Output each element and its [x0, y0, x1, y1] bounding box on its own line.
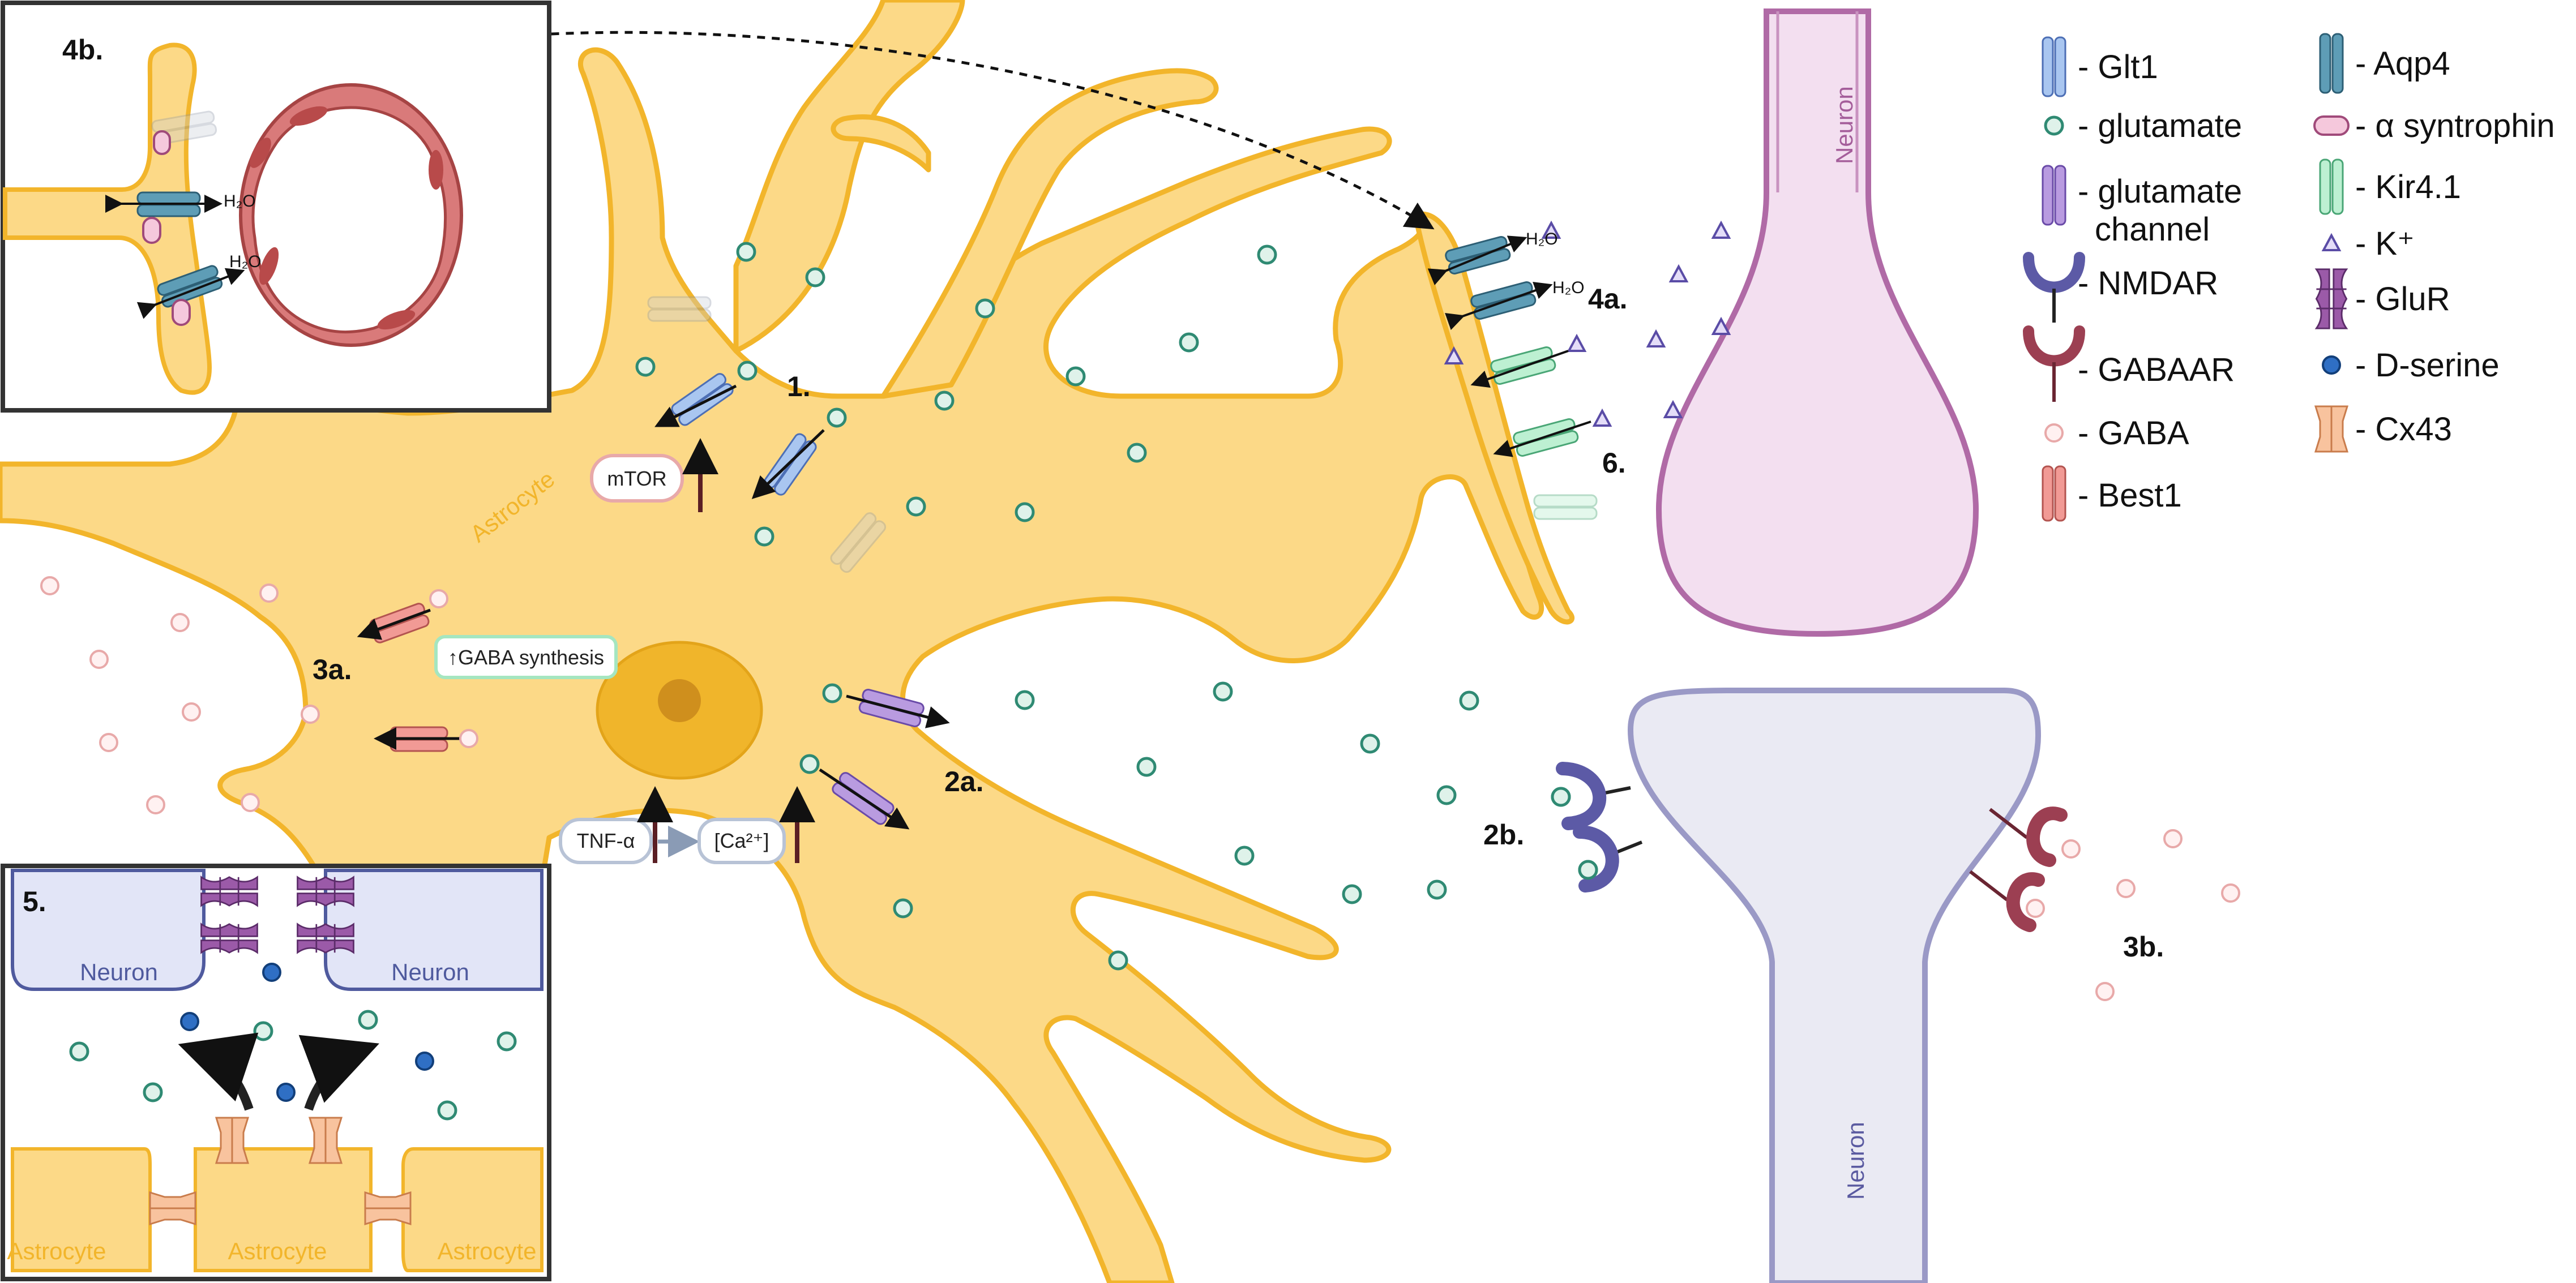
legend-item-kir41: - Kir4.1: [2319, 158, 2461, 215]
svg-text:- glutamate: - glutamate: [2078, 173, 2242, 210]
gaba-icon: [2044, 423, 2064, 443]
svg-text:H₂O: H₂O: [1552, 278, 1585, 297]
glutamate-channel-arrow-a: [846, 694, 950, 728]
legend-item-glutamate-channel: - glutamate channel: [2042, 165, 2242, 248]
legend-item-gabaar: - GABAAR: [2023, 325, 2235, 402]
gabaar-icon: [2023, 325, 2085, 402]
tnf-pill: TNF-α: [559, 818, 653, 864]
astrocyte-main: Astrocyte: [0, 0, 1544, 1283]
inset5-astrocyte-left-label: Astrocyte: [7, 1238, 106, 1264]
glur-icon: [2315, 268, 2348, 329]
kir41-arrow-a: [1470, 350, 1569, 388]
nmdar-a: [1556, 762, 1631, 830]
step-3b-label: 3b.: [2123, 931, 2164, 963]
glutamate-channel-arrow-b: [819, 768, 910, 830]
aqp4-icon: [2319, 33, 2344, 94]
inset5-neuron-left-label: Neuron: [80, 959, 158, 985]
legend-item-aqp4: - Aqp4: [2319, 33, 2450, 94]
neuron-bottom-label: Neuron: [1842, 1122, 1869, 1200]
legend-item-syntrophin: - α syntrophin: [2313, 108, 2555, 144]
step-4b-label: 4b.: [62, 34, 103, 66]
nmdar-b: [1573, 825, 1643, 892]
gabaar-a: [1989, 806, 2068, 867]
cx43-icon: [2314, 405, 2348, 453]
mtor-pill: mTOR: [590, 454, 684, 503]
glt1-icon: [2042, 36, 2066, 97]
step-1-label: 1.: [787, 371, 811, 402]
svg-text:- Cx43: - Cx43: [2355, 411, 2452, 448]
legend-item-gaba: - GABA: [2044, 415, 2189, 452]
legend-item-glt1: - Glt1: [2042, 36, 2158, 97]
svg-text:H₂O: H₂O: [224, 192, 256, 211]
legend-item-glur: - GluR: [2315, 268, 2450, 329]
inset5-astrocyte-mid-label: Astrocyte: [228, 1238, 327, 1264]
aqp4-channel-4a-b: [1469, 280, 1538, 321]
glutamate-channel-icon: [2042, 165, 2066, 226]
inset-4b: H₂O H₂O 4b.: [1, 1, 551, 413]
calcium-pill: [Ca²⁺]: [698, 818, 786, 864]
step-2b-label: 2b.: [1483, 819, 1524, 851]
svg-text:- D-serine: - D-serine: [2355, 347, 2500, 384]
gabaar-b: [1969, 870, 2045, 932]
svg-text:H₂O: H₂O: [229, 252, 262, 271]
svg-text:- Kir4.1: - Kir4.1: [2355, 169, 2461, 205]
legend-item-best1: - Best1: [2042, 465, 2182, 522]
legend-item-cx43: - Cx43: [2314, 405, 2452, 453]
legend: - Glt1 - glutamate - glutamate channel -…: [2023, 33, 2555, 522]
nmdar-icon: [2023, 252, 2085, 323]
svg-text:- Best1: - Best1: [2078, 477, 2182, 514]
inset-5: Neuron Neuron Astrocyte Astrocyte Astroc…: [1, 864, 551, 1281]
glutamate-icon: [2046, 117, 2062, 134]
svg-text:mTOR: mTOR: [607, 467, 666, 490]
step-6-label: 6.: [1602, 447, 1626, 479]
potassium-icon: [2322, 234, 2340, 251]
svg-text:- Aqp4: - Aqp4: [2355, 45, 2450, 82]
step-2a-label: 2a.: [944, 766, 984, 797]
neuron-bottom-body: [1627, 688, 2042, 1283]
svg-text:- glutamate: - glutamate: [2078, 108, 2242, 144]
astrocyte-nucleolus: [658, 679, 701, 722]
d-serine-icon: [2322, 355, 2341, 375]
svg-text:- K⁺: - K⁺: [2355, 225, 2415, 262]
gaba-synthesis-pill: ↑GABA synthesis: [434, 635, 618, 679]
best1-icon: [2042, 465, 2066, 522]
step-3a-label: 3a.: [313, 654, 352, 685]
aqp4-arrow-4a-b: [1445, 281, 1553, 331]
glt1-channel-a: [647, 296, 712, 322]
best1-arrow-a: [357, 608, 431, 640]
svg-text:- Glt1: - Glt1: [2078, 49, 2158, 85]
kir41-channel-faded: [1533, 494, 1598, 520]
svg-text:- GABAAR: - GABAAR: [2078, 351, 2235, 388]
svg-text:- NMDAR: - NMDAR: [2078, 265, 2218, 302]
svg-text:- GABA: - GABA: [2078, 415, 2189, 452]
svg-text:channel: channel: [2095, 211, 2210, 248]
legend-item-nmdar: - NMDAR: [2023, 252, 2218, 323]
svg-text:- α syntrophin: - α syntrophin: [2355, 108, 2555, 144]
legend-item-d-serine: - D-serine: [2322, 347, 2500, 384]
svg-text:TNF-α: TNF-α: [577, 829, 635, 852]
inset5-neuron-right-label: Neuron: [391, 959, 469, 985]
glt1-arrow-c: [751, 429, 825, 499]
step-5-label: 5.: [23, 886, 46, 917]
legend-item-potassium: - K⁺: [2322, 225, 2415, 262]
neuron-top-body: [1655, 8, 1979, 637]
svg-text:H₂O: H₂O: [1526, 230, 1558, 248]
glt1-arrow-b: [654, 384, 737, 427]
neuron-top-label: Neuron: [1831, 86, 1858, 164]
aqp4-arrow-4a-a: [1427, 235, 1527, 285]
kir41-arrow-b: [1493, 420, 1591, 457]
kir41-icon: [2319, 158, 2344, 215]
svg-text:- GluR: - GluR: [2355, 281, 2450, 317]
syntrophin-icon: [2313, 115, 2350, 136]
legend-item-glutamate: - glutamate: [2046, 108, 2242, 144]
svg-text:↑GABA synthesis: ↑GABA synthesis: [448, 646, 604, 669]
svg-text:[Ca²⁺]: [Ca²⁺]: [714, 829, 769, 852]
inset5-astrocyte-right-label: Astrocyte: [437, 1238, 536, 1264]
step-4a-label: 4a.: [1588, 283, 1628, 315]
